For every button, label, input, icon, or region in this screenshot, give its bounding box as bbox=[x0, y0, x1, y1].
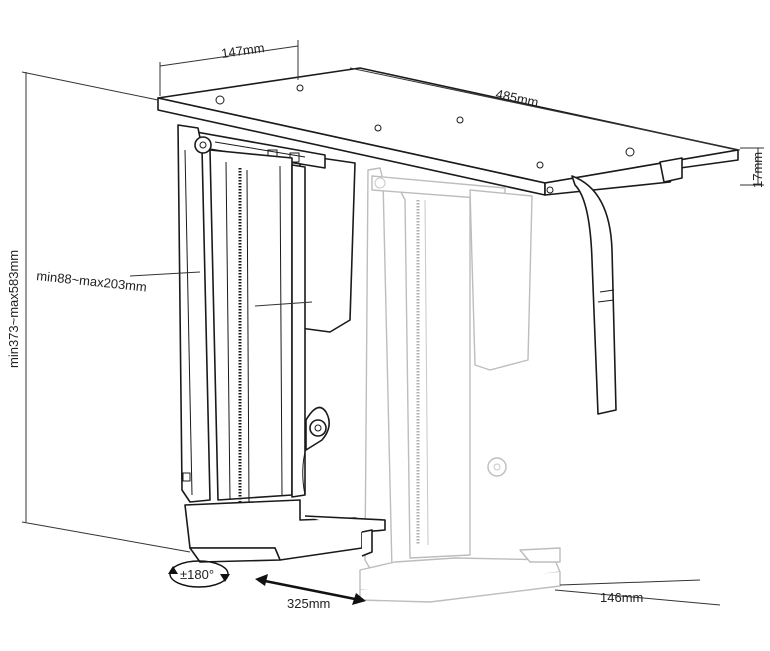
dim-width-leader-2 bbox=[254, 301, 313, 307]
label-thickness: 17mm bbox=[750, 152, 765, 188]
dimensions bbox=[21, 40, 764, 606]
dim-147-line bbox=[159, 45, 299, 67]
rotation-indicator bbox=[168, 560, 230, 588]
main-holder bbox=[177, 124, 386, 563]
dim-485-line bbox=[349, 67, 741, 151]
label-base-depth: 146mm bbox=[600, 590, 643, 605]
label-travel: 325mm bbox=[287, 596, 330, 611]
dim-height-ext-bottom bbox=[21, 521, 191, 553]
label-depth-top: 147mm bbox=[220, 40, 265, 61]
dim-height-ext-top bbox=[21, 71, 159, 101]
securing-strap bbox=[571, 175, 617, 415]
ghost-holder bbox=[359, 167, 561, 603]
dim-17-lines bbox=[740, 147, 764, 186]
dim-146-line bbox=[554, 589, 721, 606]
label-rotation: ±180° bbox=[180, 567, 214, 582]
dim-146-ext bbox=[559, 579, 701, 586]
label-width-range: min88~max203mm bbox=[36, 268, 148, 295]
travel-arrow bbox=[255, 574, 366, 605]
dim-width-leader-1 bbox=[129, 271, 201, 277]
label-height-range: min373~max583mm bbox=[6, 250, 21, 368]
top-mounting-plate bbox=[157, 67, 739, 196]
